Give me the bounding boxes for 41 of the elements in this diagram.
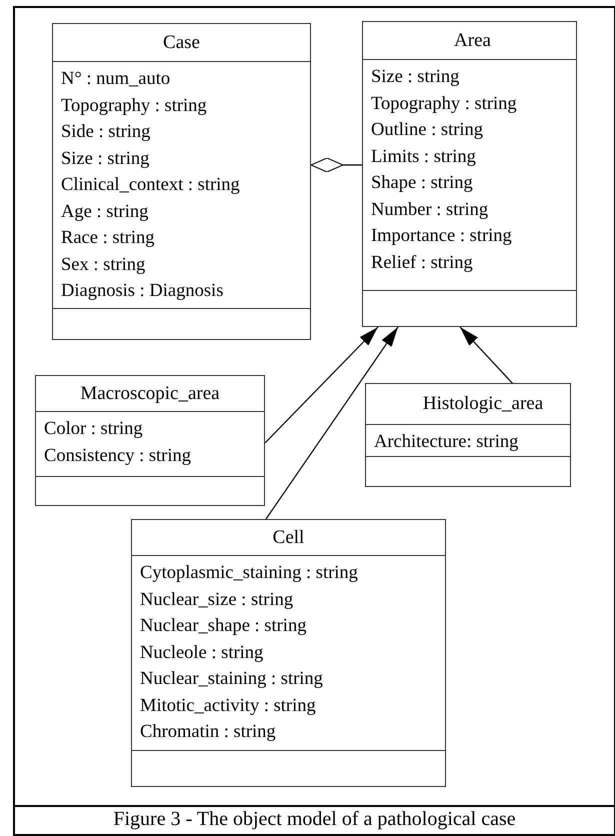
attribute-text: Chromatin : string [140, 721, 277, 744]
class-name: Macroscopic_area [80, 382, 220, 404]
attribute-text: Age : string [61, 200, 150, 224]
attribute-text: Nuclear_shape : string [140, 615, 308, 638]
aggregation-line [310, 158, 362, 172]
class-box [131, 519, 446, 787]
class-box [365, 383, 571, 487]
attribute-text: Limits : string [371, 146, 477, 168]
attribute-text: Relief : string [371, 252, 474, 274]
class-name: Case [163, 32, 200, 54]
attribute-text: Architecture: string [374, 431, 520, 454]
attribute-text: Diagnosis : Diagnosis [61, 280, 224, 303]
attribute-text: Outline : string [371, 119, 484, 142]
attribute-text: Sex : string [61, 254, 146, 276]
inheritance-arrow [264, 326, 378, 444]
attribute-text: Size : string [371, 66, 460, 89]
figure-caption: Figure 3 - The object model of a pathological case [112, 808, 517, 831]
attribute-text: Clinical_context : string [61, 174, 241, 197]
attribute-text: Race : string [61, 227, 156, 250]
class-name: Cell [272, 526, 304, 548]
attribute-text: Mitotic_activity : string [140, 694, 317, 718]
class-name: Histologic_area [422, 393, 544, 415]
class-box [35, 375, 265, 506]
attribute-text: Nucleole : string [140, 642, 264, 664]
attribute-text: Topography : string [61, 94, 208, 118]
attribute-text: Nuclear_staining : string [140, 668, 324, 691]
inheritance-arrow [266, 326, 398, 520]
class-name: Area [454, 30, 491, 52]
attribute-text: Consistency : string [44, 444, 192, 468]
attribute-text: Shape : string [371, 172, 474, 195]
attribute-text: Topography : string [371, 92, 518, 116]
attribute-text: Size : string [61, 148, 150, 170]
attribute-text: Importance : string [371, 225, 513, 248]
attribute-text: Cytoplasmic_staining : string [140, 562, 359, 585]
attribute-text: Side : string [61, 121, 152, 144]
attribute-text: N° : num_auto [61, 68, 172, 91]
class-box [52, 23, 311, 340]
attribute-text: Color : string [44, 418, 144, 441]
class-box [362, 21, 577, 327]
attribute-text: Nuclear_size : string [140, 588, 294, 612]
attribute-text: Number : string [371, 198, 490, 222]
